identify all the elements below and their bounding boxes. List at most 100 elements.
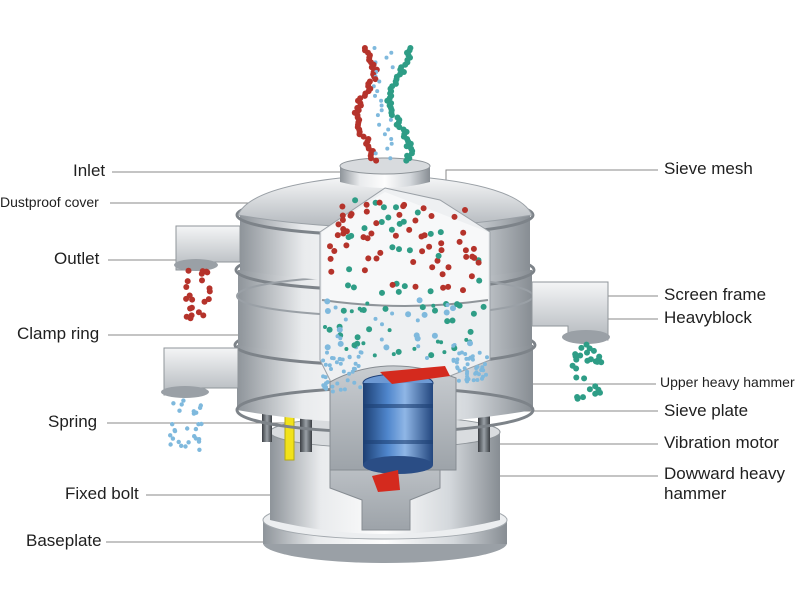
label-spring: Spring	[48, 412, 98, 431]
particle-outlet-blue	[186, 440, 191, 445]
particle-middle-chamber	[333, 305, 338, 310]
particle-upper-chamber	[327, 255, 334, 262]
particle-lower-chamber	[470, 357, 475, 362]
particle-upper-chamber	[339, 212, 346, 219]
particle-upper-chamber	[406, 247, 413, 254]
particle-lower-chamber	[325, 350, 329, 355]
particle-outlet-red	[183, 313, 190, 320]
particle-outlet-teal	[587, 356, 594, 363]
particle-outlet-red	[189, 296, 196, 303]
particle-outlet-blue	[197, 447, 202, 452]
particle-outlet-blue	[181, 398, 186, 403]
particle-outlet-blue	[179, 443, 184, 448]
particle-stream	[403, 143, 410, 150]
particle-lower-chamber	[358, 385, 363, 390]
particle-middle-chamber	[405, 311, 412, 318]
particle-upper-chamber	[343, 228, 350, 235]
particle-upper-chamber	[379, 289, 385, 296]
particle-upper-chamber	[470, 245, 477, 252]
particle-stream	[408, 150, 415, 157]
particle-middle-chamber	[395, 348, 402, 355]
particle-lower-chamber	[347, 371, 352, 376]
particle-stream	[375, 89, 380, 94]
particle-outlet-teal	[598, 359, 605, 366]
particle-stream	[379, 108, 384, 113]
particle-middle-chamber	[390, 311, 395, 316]
particle-upper-chamber	[385, 214, 392, 221]
particle-lower-chamber	[338, 387, 343, 392]
particle-upper-chamber	[361, 267, 368, 274]
particle-upper-chamber	[410, 259, 417, 265]
particle-middle-chamber	[373, 316, 378, 321]
particle-stream	[390, 65, 395, 70]
upper-heavy-hammer-part	[380, 366, 450, 384]
particle-middle-chamber	[365, 301, 370, 306]
particle-middle-chamber	[470, 310, 477, 317]
particle-middle-chamber	[443, 309, 450, 316]
cutaway-upper-chamber	[322, 192, 488, 306]
particle-stream	[403, 157, 410, 164]
particle-lower-chamber	[335, 381, 340, 386]
particle-lower-chamber	[481, 368, 486, 373]
particle-middle-chamber	[340, 307, 347, 314]
particle-middle-chamber	[450, 305, 456, 312]
motor-band-2	[363, 440, 433, 444]
particle-middle-chamber	[412, 346, 417, 351]
particle-stream	[368, 64, 375, 71]
particle-lower-chamber	[356, 354, 361, 359]
spring-back	[262, 410, 272, 442]
particle-lower-chamber	[330, 384, 335, 389]
particle-lower-chamber	[464, 356, 469, 361]
particle-middle-chamber	[366, 326, 373, 333]
particle-outlet-blue	[168, 433, 173, 438]
particle-outlet-blue	[168, 442, 173, 447]
particle-upper-chamber	[346, 266, 353, 273]
particle-upper-chamber	[350, 284, 357, 291]
particle-outlet-blue	[199, 421, 204, 427]
particle-upper-chamber	[378, 219, 385, 225]
particle-upper-chamber	[389, 244, 396, 251]
particle-upper-chamber	[460, 229, 467, 236]
particle-outlet-blue	[185, 426, 190, 431]
particle-middle-chamber	[391, 352, 396, 357]
particle-lower-chamber	[350, 369, 355, 374]
particle-outlet-blue	[198, 403, 203, 408]
particle-upper-chamber	[439, 271, 446, 278]
particle-stream	[379, 103, 384, 108]
particle-middle-chamber	[323, 325, 327, 329]
particle-middle-chamber	[372, 353, 377, 358]
sieve-machine	[161, 157, 610, 563]
particle-stream	[388, 112, 395, 119]
leader-fixed-bolt	[146, 450, 290, 496]
label-sieve-plate: Sieve plate	[664, 401, 749, 420]
particle-stream	[361, 92, 368, 99]
particle-upper-chamber	[445, 283, 452, 290]
particle-middle-chamber	[335, 334, 340, 339]
particle-lower-chamber	[484, 372, 488, 377]
particle-lower-chamber	[471, 378, 476, 383]
particle-middle-chamber	[425, 356, 429, 360]
particle-lower-chamber	[340, 357, 345, 362]
particle-middle-chamber	[428, 352, 435, 359]
particle-lower-chamber	[485, 355, 489, 360]
particle-middle-chamber	[431, 303, 436, 308]
particle-middle-chamber	[361, 341, 366, 346]
particle-upper-chamber	[396, 246, 402, 253]
particle-lower-chamber	[464, 377, 469, 382]
particle-upper-chamber	[468, 273, 475, 280]
particle-upper-chamber	[445, 264, 452, 271]
particle-stream	[386, 127, 391, 132]
particle-middle-chamber	[442, 350, 447, 355]
particle-lower-chamber	[477, 350, 482, 355]
particle-middle-chamber	[383, 344, 390, 351]
motor-band-1	[363, 404, 433, 408]
particle-upper-chamber	[388, 226, 395, 233]
particle-middle-chamber	[338, 336, 343, 341]
particle-stream	[389, 50, 394, 55]
particle-stream	[372, 76, 379, 83]
particle-outlet-blue	[171, 401, 176, 406]
particle-outlet-teal	[572, 353, 579, 360]
spring-left	[300, 412, 312, 452]
